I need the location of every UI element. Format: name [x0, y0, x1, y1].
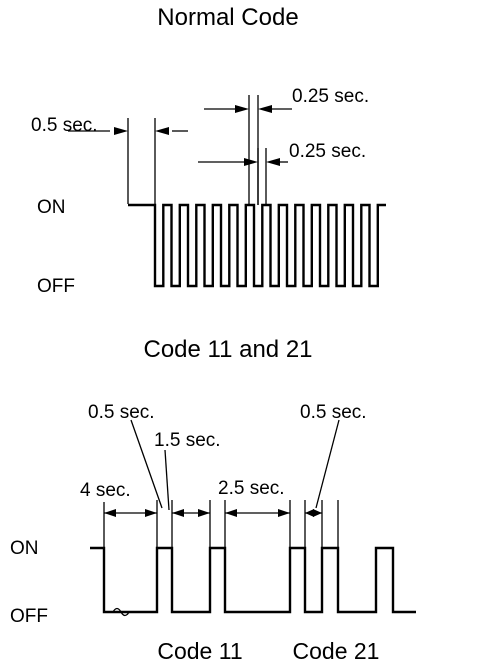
break-mark [112, 607, 130, 617]
normal-off-label: OFF [37, 276, 75, 297]
code-dim-pulse-a: 0.5 sec. [88, 402, 173, 548]
code-11-label: Code 11 [157, 638, 242, 664]
normal-dim-initial-label: 0.5 sec. [31, 115, 98, 136]
code-dim-gap-a: 1.5 sec. [154, 430, 221, 548]
code-dim-pause: 2.5 sec. [218, 478, 291, 548]
normal-code-waveform [128, 203, 386, 288]
normal-dim-pulse-off: 0.25 sec. [198, 141, 366, 205]
code-dim-gap-a-label: 1.5 sec. [154, 430, 221, 451]
normal-dim-pulse-off-label: 0.25 sec. [289, 141, 366, 162]
code-dim-pulse-a-label: 0.5 sec. [88, 402, 155, 423]
code-dim-pulse-b-label: 0.5 sec. [300, 402, 367, 423]
code-off-label: OFF [10, 606, 48, 627]
normal-dim-pulse-on-label: 0.25 sec. [292, 86, 369, 107]
normal-on-label: ON [37, 197, 66, 218]
code-on-label: ON [10, 538, 39, 559]
code-21-label: Code 21 [293, 638, 380, 664]
code-dim-pulse-b: 0.5 sec. [300, 402, 367, 548]
normal-dim-initial: 0.5 sec. [31, 115, 188, 204]
code-waveform [90, 546, 416, 614]
code-dim-pause-label: 2.5 sec. [218, 478, 285, 499]
code-dim-start: 4 sec. [80, 480, 157, 612]
code-dim-start-label: 4 sec. [80, 480, 131, 501]
code-11-21-title: Code 11 and 21 [143, 336, 312, 363]
normal-code-title: Normal Code [157, 4, 298, 31]
